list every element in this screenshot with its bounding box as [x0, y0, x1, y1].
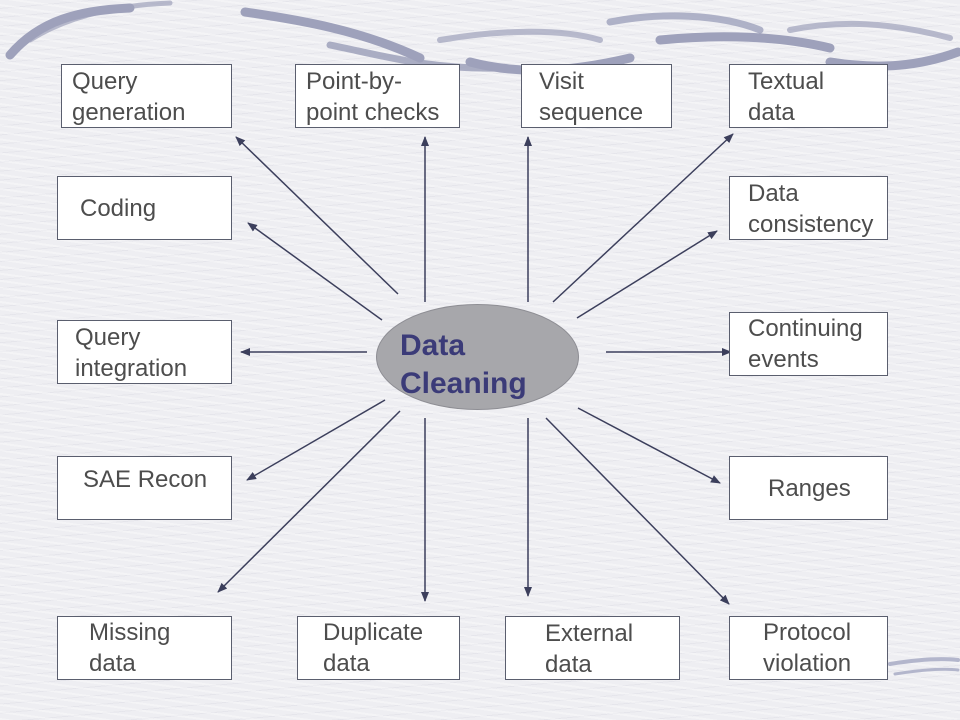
box-coding: Coding: [57, 176, 232, 240]
arrows: [217, 133, 734, 605]
swoosh-9: [787, 20, 953, 41]
swoosh-11: [888, 657, 960, 666]
box-query-integration: Query integration: [57, 320, 232, 384]
arrow-to-query-generation: [235, 136, 399, 295]
box-query-generation: Query generation: [61, 64, 232, 128]
center-label: Data Cleaning: [400, 329, 527, 400]
box-missing-data: Missing data: [57, 616, 232, 680]
arrow-to-data-consistency: [576, 230, 718, 319]
arrow-to-ranges: [577, 407, 721, 484]
box-textual-data: Textual data: [729, 64, 888, 128]
swoosh-3: [240, 7, 425, 63]
box-duplicate-data: Duplicate data: [297, 616, 460, 680]
swoosh-5: [437, 28, 603, 43]
bottom-swooshes: [888, 657, 960, 676]
swoosh-1: [5, 3, 135, 60]
arrow-to-sae-recon: [246, 399, 386, 481]
box-visit-sequence: Visit sequence: [521, 64, 672, 128]
box-ranges: Ranges: [729, 456, 888, 520]
box-continuing-events: Continuing events: [729, 312, 888, 376]
box-point-checks: Point-by- point checks: [295, 64, 460, 128]
box-sae-recon: SAE Recon: [57, 456, 232, 520]
swoosh-8: [655, 32, 835, 53]
box-data-consistency: Data consistency: [729, 176, 888, 240]
swoosh-2: [27, 0, 173, 43]
swoosh-7: [606, 12, 764, 34]
swoosh-12: [893, 667, 960, 676]
center-ellipse: [376, 304, 579, 410]
box-external-data: External data: [505, 616, 680, 680]
box-protocol-violation: Protocol violation: [729, 616, 888, 680]
arrow-to-missing-data: [217, 410, 401, 593]
top-swooshes: [5, 0, 960, 75]
arrow-to-protocol-violation: [545, 417, 730, 605]
arrow-to-textual-data: [552, 133, 734, 303]
arrow-to-coding: [247, 222, 383, 321]
